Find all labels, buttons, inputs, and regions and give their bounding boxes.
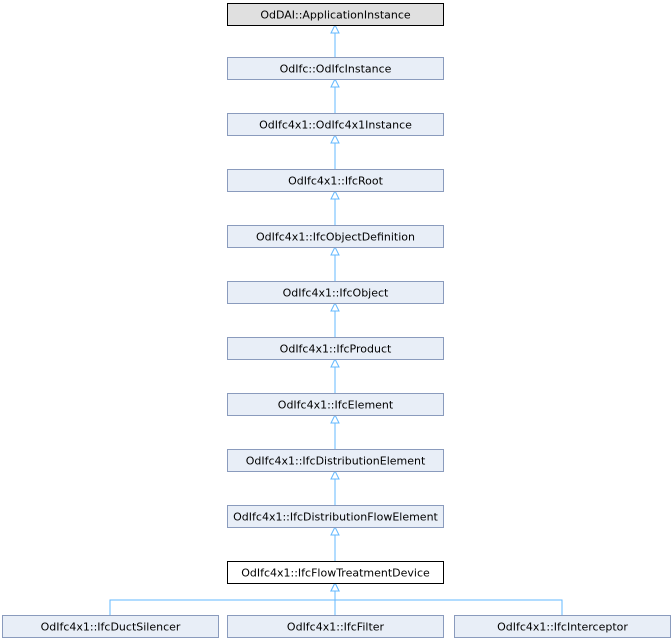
class-label: OdIfc4x1::IfcElement bbox=[278, 399, 394, 412]
class-node-root[interactable]: OdIfc4x1::IfcRoot bbox=[227, 169, 444, 192]
class-box bbox=[227, 615, 444, 638]
class-label: OdIfc4x1::IfcDistributionElement bbox=[246, 455, 426, 468]
class-node-elem[interactable]: OdIfc4x1::IfcElement bbox=[227, 393, 444, 416]
inheritance-arrow-icon bbox=[330, 245, 340, 256]
inheritance-arrow-icon bbox=[330, 525, 340, 536]
class-label: OdIfc4x1::IfcObject bbox=[283, 287, 389, 300]
class-box bbox=[2, 615, 219, 638]
class-box bbox=[227, 337, 444, 360]
class-label: OdIfc4x1::IfcDistributionFlowElement bbox=[233, 511, 438, 524]
class-box bbox=[227, 225, 444, 248]
inheritance-arrow-icon bbox=[330, 357, 340, 368]
class-box bbox=[227, 281, 444, 304]
class-node-flow[interactable]: OdIfc4x1::IfcDistributionFlowElement bbox=[227, 505, 444, 528]
class-node-objdef[interactable]: OdIfc4x1::IfcObjectDefinition bbox=[227, 225, 444, 248]
inheritance-edge-duct-treat bbox=[109, 590, 336, 615]
class-box bbox=[227, 505, 444, 528]
class-node-obj[interactable]: OdIfc4x1::IfcObject bbox=[227, 281, 444, 304]
class-node-dist[interactable]: OdIfc4x1::IfcDistributionElement bbox=[227, 449, 444, 472]
inheritance-arrow-icon bbox=[330, 469, 340, 480]
class-node-odifc4[interactable]: OdIfc4x1::OdIfc4x1Instance bbox=[227, 113, 444, 136]
inheritance-arrow-icon bbox=[330, 581, 340, 592]
class-label: OdIfc4x1::IfcInterceptor bbox=[497, 621, 628, 634]
class-box bbox=[227, 449, 444, 472]
edges-layer bbox=[109, 23, 563, 615]
class-node-filter[interactable]: OdIfc4x1::IfcFilter bbox=[227, 615, 444, 638]
class-node-inter[interactable]: OdIfc4x1::IfcInterceptor bbox=[454, 615, 671, 638]
class-box bbox=[227, 3, 444, 26]
inheritance-arrow-icon bbox=[330, 133, 340, 144]
class-node-app[interactable]: OdDAI::ApplicationInstance bbox=[227, 3, 444, 26]
class-node-duct[interactable]: OdIfc4x1::IfcDuctSilencer bbox=[2, 615, 219, 638]
class-box bbox=[227, 561, 444, 584]
class-box bbox=[227, 113, 444, 136]
class-label: OdIfc::OdIfcInstance bbox=[280, 63, 392, 76]
class-label: OdIfc4x1::IfcFlowTreatmentDevice bbox=[241, 567, 430, 580]
nodes-layer: OdDAI::ApplicationInstanceOdIfc::OdIfcIn… bbox=[2, 3, 671, 638]
inheritance-arrow-icon bbox=[330, 23, 340, 34]
class-label: OdIfc4x1::IfcObjectDefinition bbox=[256, 231, 415, 244]
class-box bbox=[227, 393, 444, 416]
inheritance-edge-inter-treat bbox=[334, 590, 563, 615]
class-label: OdIfc4x1::IfcProduct bbox=[280, 343, 392, 356]
class-label: OdIfc4x1::IfcDuctSilencer bbox=[41, 621, 181, 634]
class-label: OdDAI::ApplicationInstance bbox=[260, 9, 411, 22]
inheritance-arrow-icon bbox=[330, 189, 340, 200]
class-node-odifc[interactable]: OdIfc::OdIfcInstance bbox=[227, 57, 444, 80]
inheritance-arrow-icon bbox=[330, 301, 340, 312]
class-label: OdIfc4x1::OdIfc4x1Instance bbox=[259, 119, 412, 132]
class-node-prod[interactable]: OdIfc4x1::IfcProduct bbox=[227, 337, 444, 360]
class-label: OdIfc4x1::IfcRoot bbox=[288, 175, 383, 188]
class-label: OdIfc4x1::IfcFilter bbox=[287, 621, 385, 634]
class-box bbox=[227, 169, 444, 192]
inheritance-arrow-icon bbox=[330, 77, 340, 88]
inheritance-arrow-icon bbox=[330, 413, 340, 424]
class-box bbox=[227, 57, 444, 80]
class-node-treat: OdIfc4x1::IfcFlowTreatmentDevice bbox=[227, 561, 444, 584]
